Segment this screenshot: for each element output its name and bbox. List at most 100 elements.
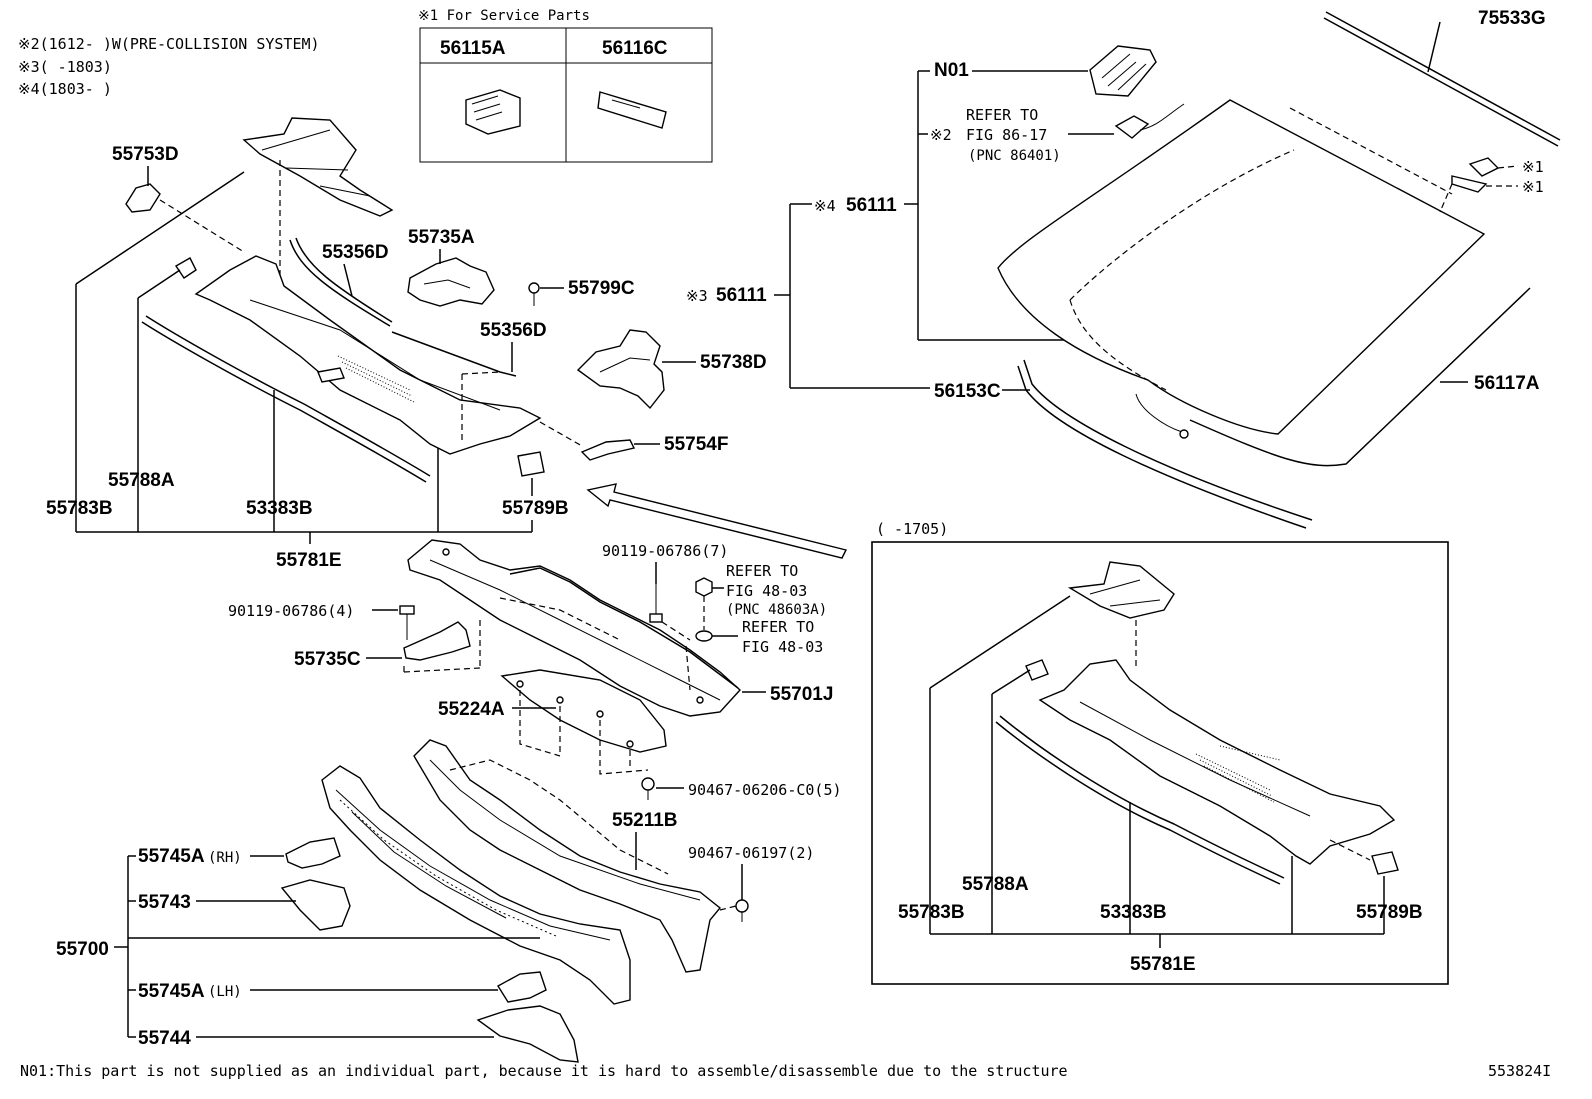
strip-55356D-a-inner — [295, 237, 393, 323]
service-col-56115A: 56115A — [440, 38, 506, 59]
label-55745A-lh: 55745A — [138, 981, 205, 1002]
strip-55356D-a — [289, 239, 391, 327]
label-bolt-90119-06786-7: 90119-06786(7) — [602, 542, 728, 560]
mark-2: ※2 — [930, 126, 952, 144]
pin-55799C-drawing — [528, 282, 540, 306]
inset-range-note: ( -1705) — [876, 520, 948, 538]
figure-id: 553824I — [1488, 1062, 1551, 1080]
service-parts-table: 56115A 56116C — [419, 27, 713, 163]
leader-clip-to-glass — [1439, 183, 1453, 213]
mark-4: ※4 — [814, 197, 836, 215]
service-clips-drawing — [1451, 157, 1500, 193]
part-55738D-drawing — [576, 329, 665, 410]
refer-86-17-line3: (PNC 86401) — [968, 148, 1061, 164]
dash-55356D-b2 — [461, 371, 501, 375]
bracket-55783B-diag — [75, 171, 245, 285]
part-55735A-drawing — [407, 257, 495, 307]
grommet-48-03-drawing — [695, 630, 713, 642]
inset-strip-53383B — [995, 721, 1281, 885]
molding-75533G-inner — [1323, 17, 1559, 147]
assembly-direction-arrow — [586, 483, 848, 559]
bolt-90119-06786-4-drawing — [399, 605, 415, 640]
strip-55356D-b — [391, 331, 517, 377]
mark-1b: ※1 — [1522, 178, 1544, 196]
label-rh: (RH) — [208, 850, 242, 866]
cowl-upper-panel-drawing — [242, 117, 394, 217]
mark-3: ※3 — [686, 287, 708, 305]
strip-53383B-inner — [145, 315, 431, 477]
label-55743: 55743 — [138, 892, 191, 913]
inset-55789B-drawing — [1371, 851, 1399, 875]
label-55211B: 55211B — [612, 810, 678, 831]
label-55356D-a: 55356D — [322, 242, 389, 263]
molding-56153C — [1023, 359, 1313, 521]
inset-dash-55789B — [1329, 839, 1371, 861]
note-range-1803-end: ※3( -1803) — [18, 58, 112, 76]
dash-55224A — [519, 690, 649, 775]
label-clip-90467-06197: 90467-06197(2) — [688, 844, 814, 862]
inset-bracket-55788A-diag — [991, 669, 1031, 695]
dash-55753D — [159, 199, 245, 253]
bracket-N01-drawing — [1089, 45, 1157, 97]
label-55745A-rh: 55745A — [138, 846, 205, 867]
inset-strip-53383B-inner — [999, 715, 1285, 879]
label-55700: 55700 — [56, 939, 109, 960]
label-55738D: 55738D — [700, 352, 767, 373]
refer-48-03-a-line2: FIG 48-03 — [726, 582, 807, 600]
mark-1a: ※1 — [1522, 158, 1544, 176]
inset-label-55788A: 55788A — [962, 874, 1029, 895]
part-55743-drawing — [280, 879, 351, 931]
molding-75533G — [1325, 11, 1561, 141]
clip-90467-06197-drawing — [735, 899, 749, 922]
dash-55754F — [539, 421, 583, 447]
refer-48-03-b-line1: REFER TO — [742, 618, 814, 636]
inset-label-55789B: 55789B — [1356, 902, 1423, 923]
leader-55356D-a — [343, 263, 353, 297]
inset-upper-panel-drawing — [1067, 561, 1175, 619]
dash-clip-06197 — [719, 905, 737, 911]
panel-55224A-drawing — [500, 669, 667, 753]
dash-55735C-3 — [403, 667, 481, 673]
label-55783B: 55783B — [46, 498, 113, 519]
inset-label-55783B: 55783B — [898, 902, 965, 923]
cowl-panel-55701J-drawing — [407, 539, 741, 717]
nut-48603A-drawing — [695, 577, 713, 597]
leader-75533G — [1427, 21, 1441, 73]
label-56153C: 56153C — [934, 381, 1001, 402]
label-53383B: 53383B — [246, 498, 313, 519]
inset-label-55781E: 55781E — [1130, 954, 1196, 975]
part-55754F-drawing — [580, 439, 636, 461]
refer-86-17-line2: FIG 86-17 — [966, 126, 1047, 144]
part-55788A-drawing — [175, 257, 197, 279]
service-parts-title: ※1 For Service Parts — [418, 8, 590, 24]
part-55735C-drawing — [403, 621, 471, 661]
inset-louver-drawing — [1038, 659, 1396, 865]
label-55781E: 55781E — [276, 550, 342, 571]
cowl-assy-55700-drawing — [321, 765, 631, 1005]
label-55744: 55744 — [138, 1028, 191, 1049]
inset-label-53383B: 53383B — [1100, 902, 1167, 923]
label-55788A: 55788A — [108, 470, 175, 491]
pad-56116C-drawing — [597, 91, 667, 129]
clip-90467-06206-drawing — [641, 777, 655, 800]
label-55701J: 55701J — [770, 684, 833, 705]
label-N01: N01 — [934, 60, 969, 81]
part-55789B-drawing — [517, 451, 545, 477]
dash-grommet — [685, 645, 691, 691]
label-lh: (LH) — [208, 984, 242, 1000]
inset-box — [871, 541, 1449, 985]
cowl-louver-55781E-drawing — [194, 255, 542, 455]
label-clip-90467-06206: 90467-06206-C0(5) — [688, 781, 842, 799]
molding-56117A — [1189, 287, 1531, 467]
refer-48-03-a-line1: REFER TO — [726, 562, 798, 580]
label-55356D-b: 55356D — [480, 320, 547, 341]
refer-86-17-line1: REFER TO — [966, 106, 1038, 124]
part-55745A-lh-drawing — [497, 971, 547, 1003]
footer-note: N01:This part is not supplied as an indi… — [20, 1062, 1068, 1080]
note-pre-collision: ※2(1612- )W(PRE-COLLISION SYSTEM) — [18, 35, 320, 53]
label-55735A: 55735A — [408, 227, 475, 248]
label-56111-a: 56111 — [846, 195, 897, 216]
windshield-glass-drawing — [997, 99, 1486, 439]
molding-56153C-inner — [1017, 365, 1307, 529]
label-55753D: 55753D — [112, 144, 179, 165]
